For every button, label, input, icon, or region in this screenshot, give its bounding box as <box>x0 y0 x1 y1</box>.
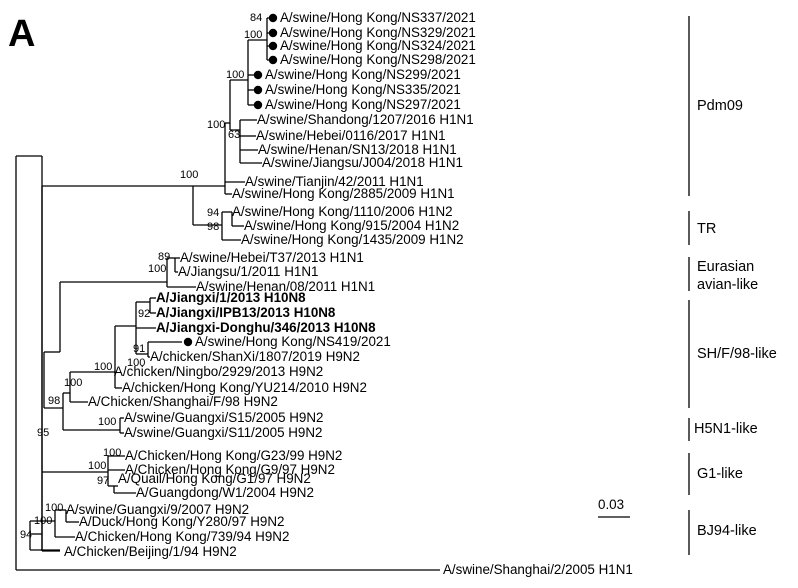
leaf-label: A/swine/Guangxi/9/2007 H9N2 <box>66 502 249 517</box>
bootstrap-value: 100 <box>127 357 145 369</box>
bootstrap-value: 89 <box>158 251 170 263</box>
leaf-label: A/swine/Shanghai/2/2005 H1N1 <box>443 562 633 577</box>
leaf-label: A/swine/Hong Kong/NS297/2021 <box>265 97 461 112</box>
leaf-label: A/Jiangsu/1/2011 H1N1 <box>178 264 318 279</box>
leaf-label: A/Chicken/Shanghai/F/98 H9N2 <box>88 394 278 409</box>
leaf-label: A/Duck/Hong Kong/Y280/97 H9N2 <box>79 514 284 529</box>
isolate-markers <box>183 13 278 347</box>
bootstrap-value: 100 <box>94 361 112 373</box>
leaf-label: A/swine/Tianjin/42/2011 H1N1 <box>245 174 424 189</box>
dot-marker-icon <box>268 55 278 65</box>
bootstrap-value: 91 <box>133 343 145 355</box>
leaf-label: A/swine/Henan/08/2011 H1N1 <box>196 279 375 294</box>
bootstrap-value: 84 <box>250 12 262 24</box>
leaf-label: A/Chicken/Hong Kong/G9/97 H9N2 <box>125 462 335 477</box>
clade-label-g1: G1-like <box>697 466 743 482</box>
dot-marker-icon <box>268 28 278 38</box>
leaf-label: A/swine/Hong Kong/NS298/2021 <box>280 52 476 67</box>
leaf-label: A/swine/Hong Kong/NS419/2021 <box>195 334 391 349</box>
bootstrap-value: 100 <box>148 263 166 275</box>
leaf-label-bold: A/Jiangxi/IPB13/2013 H10N8 <box>156 305 336 320</box>
clade-label-tr: TR <box>697 221 716 237</box>
bootstrap-value: 100 <box>34 515 52 527</box>
leaf-label: A/Quail/Hong Kong/G1/97 H9N2 <box>118 471 311 486</box>
leaf-label: A/Chicken/Hong Kong/G23/99 H9N2 <box>125 448 342 463</box>
leaf-label: A/Guangdong/W1/2004 H9N2 <box>136 485 314 500</box>
leaf-label: A/chicken/Ningbo/2929/2013 H9N2 <box>114 364 323 379</box>
leaf-labels: A/swine/Hong Kong/NS337/2021 A/swine/Hon… <box>64 10 633 577</box>
dot-marker-icon <box>268 41 278 51</box>
dot-marker-icon <box>268 13 278 23</box>
bootstrap-value: 98 <box>207 221 219 233</box>
clade-brackets: Pdm09 TR Eurasian avian-like SH/F/98-lik… <box>688 16 777 555</box>
leaf-label: A/swine/Guangxi/S15/2005 H9N2 <box>124 410 324 425</box>
leaf-label-bold: A/Jiangxi/1/2013 H10N8 <box>156 290 306 305</box>
leaf-label: A/swine/Jiangsu/J004/2018 H1N1 <box>262 155 463 170</box>
leaf-label: A/swine/Hong Kong/NS329/2021 <box>280 25 476 40</box>
leaf-label: A/swine/Hong Kong/2885/2009 H1N1 <box>232 186 455 201</box>
leaf-label: A/swine/Shandong/1207/2016 H1N1 <box>257 112 474 127</box>
bootstrap-value: 95 <box>37 427 49 439</box>
leaf-label: A/swine/Henan/SN13/2018 H1N1 <box>258 142 457 157</box>
leaf-label: A/swine/Guangxi/S11/2005 H9N2 <box>124 425 323 440</box>
leaf-label: A/swine/Hong Kong/1435/2009 H1N2 <box>241 232 464 247</box>
bootstrap-value: 100 <box>64 377 82 389</box>
bootstrap-value: 100 <box>180 169 198 181</box>
leaf-label: A/swine/Hebei/T37/2013 H1N1 <box>180 250 364 265</box>
bootstrap-value: 97 <box>97 475 109 487</box>
clade-label-shf98: SH/F/98-like <box>697 346 777 362</box>
leaf-label: A/chicken/ShanXi/1807/2019 H9N2 <box>150 349 360 364</box>
leaf-label: A/swine/Hebei/0116/2017 H1N1 <box>256 128 446 143</box>
dot-marker-icon <box>253 85 263 95</box>
leaf-label: A/swine/Hong Kong/NS337/2021 <box>280 10 476 25</box>
bootstrap-value: 92 <box>138 308 150 320</box>
leaf-label: A/swine/Hong Kong/NS335/2021 <box>265 82 461 97</box>
bootstrap-value: 94 <box>207 207 219 219</box>
leaf-label: A/chicken/Hong Kong/YU214/2010 H9N2 <box>122 380 367 395</box>
panel-label: A <box>8 13 35 55</box>
bootstrap-value: 98 <box>48 395 60 407</box>
bootstrap-value: 94 <box>20 529 32 541</box>
tree-branches <box>15 17 630 571</box>
leaf-label: A/Chicken/Beijing/1/94 H9N2 <box>64 544 237 559</box>
clade-label-bj94: BJ94-like <box>697 523 757 539</box>
bootstrap-value: 100 <box>98 416 116 428</box>
leaf-label: A/swine/Hong Kong/915/2004 H1N2 <box>244 218 459 233</box>
leaf-label: A/Chicken/Hong Kong/739/94 H9N2 <box>75 529 289 544</box>
leaf-label-bold: A/Jiangxi-Donghu/346/2013 H10N8 <box>156 320 376 335</box>
dot-marker-icon <box>253 70 263 80</box>
bootstrap-value: 100 <box>207 119 225 131</box>
bootstrap-values: 84 100 100 100 63 100 94 98 89 100 92 91… <box>20 12 262 541</box>
clade-label-eurasian-2: avian-like <box>697 277 758 293</box>
leaf-label: A/swine/Hong Kong/NS299/2021 <box>265 67 461 82</box>
bootstrap-value: 100 <box>226 69 244 81</box>
leaf-label: A/swine/Hong Kong/NS324/2021 <box>280 38 476 53</box>
bootstrap-value: 100 <box>88 460 106 472</box>
clade-label-eurasian: Eurasian <box>697 259 754 275</box>
clade-label-h5n1: H5N1-like <box>694 421 758 437</box>
leaf-label: A/swine/Hong Kong/1110/2006 H1N2 <box>232 204 453 219</box>
dot-marker-icon <box>253 100 263 110</box>
bootstrap-value: 63 <box>228 129 240 141</box>
dot-marker-icon <box>183 337 193 347</box>
bootstrap-value: 100 <box>244 29 262 41</box>
clade-label-pdm09: Pdm09 <box>697 98 743 114</box>
scale-bar-label: 0.03 <box>598 497 624 512</box>
bootstrap-value: 100 <box>45 502 63 514</box>
bootstrap-value: 100 <box>103 447 121 459</box>
